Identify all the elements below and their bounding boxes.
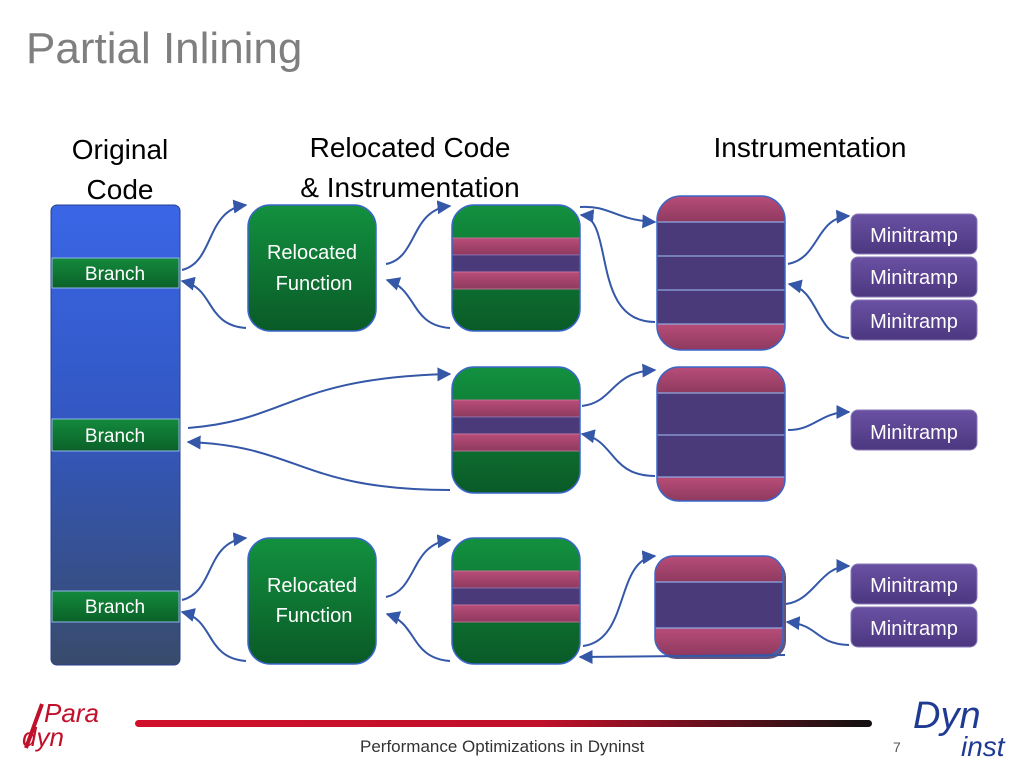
minitramp-1-label: Minitramp bbox=[870, 225, 958, 247]
branch-1: Branch bbox=[51, 257, 180, 289]
minitramp-4: Minitramp bbox=[850, 409, 978, 451]
header-original-code: Original Code bbox=[50, 130, 190, 210]
paradyn-logo: Para dyn bbox=[6, 690, 116, 760]
arrow-block3-to-reloc2 bbox=[385, 611, 451, 662]
instrumented-block-1 bbox=[451, 204, 581, 332]
arrow-tramp3-to-block3 bbox=[578, 649, 786, 664]
instrumentation-block-1 bbox=[656, 195, 786, 351]
minitramp-4-label: Minitramp bbox=[870, 422, 958, 444]
arrow-block3-to-tramp3 bbox=[582, 550, 657, 647]
page-number: 7 bbox=[893, 739, 901, 755]
dyninst-logo-dyn: Dyn bbox=[913, 695, 981, 737]
arrow-tramp1-to-block1 bbox=[579, 209, 656, 323]
instrumented-block-2 bbox=[451, 366, 581, 494]
minitramp-5-label: Minitramp bbox=[870, 575, 958, 597]
minitramp-6: Minitramp bbox=[850, 606, 978, 648]
branch-2-label: Branch bbox=[85, 426, 145, 447]
branch-2: Branch bbox=[51, 418, 180, 452]
instrumentation-block-3 bbox=[654, 555, 786, 659]
minitramp-5: Minitramp bbox=[850, 563, 978, 605]
paradyn-logo-para: Para bbox=[44, 698, 99, 728]
header-relocated-line2: & Instrumentation bbox=[300, 172, 520, 203]
minitramp-2-label: Minitramp bbox=[870, 267, 958, 289]
arrow-tramp2-to-mini4 bbox=[787, 405, 851, 431]
arrow-reloc1-to-block1 bbox=[385, 200, 452, 265]
minitramp-6-label: Minitramp bbox=[870, 618, 958, 640]
arrow-reloc1-to-branch1 bbox=[180, 276, 247, 329]
arrow-block1-to-reloc1 bbox=[385, 277, 451, 329]
arrow-block1-to-tramp1 bbox=[579, 205, 657, 229]
slide-title: Partial Inlining bbox=[26, 24, 303, 73]
header-relocated-line1: Relocated Code bbox=[309, 132, 511, 163]
instrumented-block-3 bbox=[451, 537, 581, 665]
branch-3: Branch bbox=[51, 590, 180, 623]
relocated-function-1: Relocated Function bbox=[247, 204, 377, 332]
arrow-reloc2-to-branch3 bbox=[180, 608, 247, 662]
dyninst-logo-inst: inst bbox=[961, 731, 1006, 762]
relocated-function-2-line1: Relocated bbox=[267, 575, 357, 597]
branch-1-label: Branch bbox=[85, 264, 145, 285]
footer-bar bbox=[135, 720, 872, 727]
arrow-block2-to-tramp2 bbox=[581, 363, 657, 407]
footer-text: Performance Optimizations in Dyninst bbox=[360, 737, 645, 756]
arrow-tramp3-to-mini5 bbox=[785, 559, 851, 605]
instrumentation-block-2 bbox=[656, 366, 786, 502]
dyninst-logo: Dyn inst bbox=[905, 688, 1020, 766]
arrow-branch2-to-block2 bbox=[187, 367, 452, 429]
minitramp-2: Minitramp bbox=[850, 256, 978, 298]
relocated-function-1-line2: Function bbox=[276, 273, 353, 295]
relocated-function-1-line1: Relocated bbox=[267, 242, 357, 264]
arrow-tramp2-to-block2 bbox=[580, 429, 656, 477]
arrow-tramp1-to-mini1 bbox=[787, 209, 851, 265]
relocated-function-2: Relocated Function bbox=[247, 537, 377, 665]
header-relocated-code: Relocated Code & Instrumentation bbox=[260, 128, 560, 208]
minitramp-3: Minitramp bbox=[850, 299, 978, 341]
header-instrumentation: Instrumentation bbox=[713, 132, 907, 163]
arrow-mini6-to-tramp3 bbox=[785, 616, 850, 646]
minitramp-3-label: Minitramp bbox=[870, 311, 958, 333]
arrow-reloc2-to-block3 bbox=[385, 534, 452, 598]
branch-3-label: Branch bbox=[85, 597, 145, 618]
header-original-line2: Code bbox=[86, 174, 154, 205]
arrow-branch3-to-reloc2 bbox=[181, 532, 248, 601]
arrow-branch1-to-reloc1 bbox=[181, 199, 248, 271]
header-original-line1: Original bbox=[71, 134, 169, 165]
arrow-block2-to-branch2 bbox=[186, 435, 451, 491]
arrow-mini3-to-tramp1 bbox=[787, 279, 850, 339]
flow-arrows bbox=[180, 199, 851, 664]
relocated-function-2-line2: Function bbox=[276, 605, 353, 627]
minitramp-1: Minitramp bbox=[850, 213, 978, 255]
